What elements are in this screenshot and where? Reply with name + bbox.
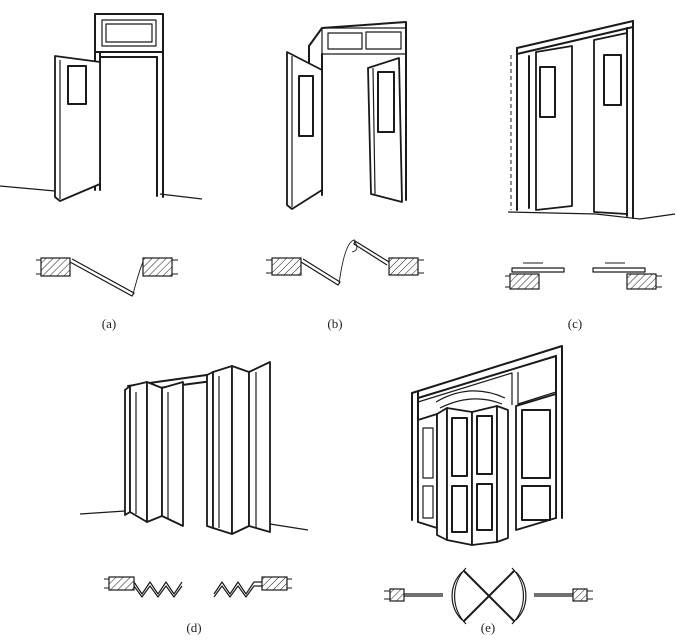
caption-d: (d)	[186, 620, 202, 635]
panel-e-revolving-door	[411, 345, 563, 546]
caption-c: (c)	[567, 316, 583, 331]
plan-d	[104, 576, 292, 598]
caption-b: (b)	[327, 316, 343, 331]
plan-b	[266, 239, 424, 286]
plan-e	[384, 567, 593, 625]
plan-c	[505, 262, 662, 290]
panel-c-sliding-door	[507, 20, 676, 220]
plan-a	[36, 257, 178, 297]
caption-e: (e)	[480, 620, 496, 635]
panel-a-swing-door	[0, 13, 203, 202]
caption-a: (a)	[101, 316, 117, 331]
panel-d-folding-door	[79, 361, 309, 535]
panel-b-double-door	[286, 21, 407, 210]
